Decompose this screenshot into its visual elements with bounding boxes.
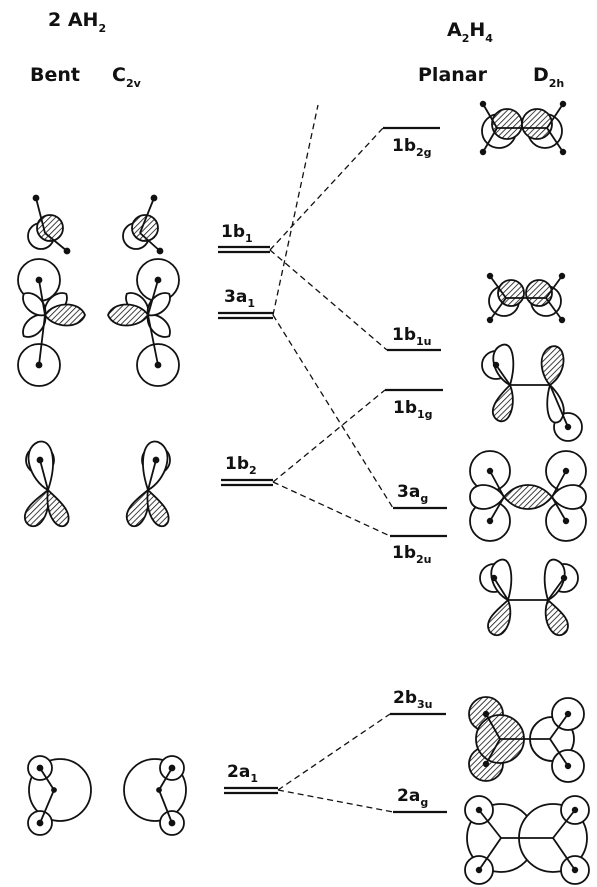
left-level-lines [218,245,278,795]
label-2a1: 2a1 [227,762,258,785]
level-line-2a1 [224,786,278,795]
right-point-group: D2h [533,64,564,90]
left-orbital-sketches [17,194,187,836]
orbital-2a1-b [123,755,187,836]
orbital-1b1-b [122,194,164,255]
level-line-1b2 [221,478,273,487]
correlation-lines [269,104,394,813]
orbital-2b3u [468,696,585,783]
left-level-labels: 1b1 3a1 1b2 2a1 [221,222,258,785]
orbital-3a1-b [107,258,180,387]
label-3a1: 3a1 [224,287,255,310]
orbital-1b1-a [27,194,71,255]
left-formula: 2 AH2 [48,9,106,35]
right-geometry: Planar [418,64,488,86]
right-level-lines [383,126,447,814]
label-1b2: 1b2 [225,454,257,477]
orbital-1b2-b [125,440,171,528]
label-1b1: 1b1 [221,222,253,245]
orbital-3a1-a [17,258,86,387]
orbital-1b2g [479,100,567,156]
level-line-1b1 [218,245,270,254]
label-1b1u: 1b1u [392,325,432,348]
label-2b3u: 2b3u [393,688,433,711]
left-header: 2 AH2 Bent C2v [30,9,142,90]
right-header: A2H4 Planar D2h [418,19,564,90]
level-line-3a1 [218,311,273,320]
orbital-2a1-a [27,755,92,836]
orbital-3ag [469,450,587,542]
right-orbital-sketches [464,100,590,885]
label-1b2g: 1b2g [392,136,432,159]
label-1b2u: 1b2u [392,543,432,566]
orbital-1b2u [479,558,579,637]
label-1b1g: 1b1g [393,398,433,421]
right-formula: A2H4 [447,19,493,45]
orbital-2ag [464,795,590,885]
left-point-group: C2v [112,64,142,90]
left-geometry: Bent [30,64,80,86]
right-level-labels: 1b2g 1b1u 1b1g 3ag 1b2u 2b3u 2ag [392,136,433,809]
label-2ag: 2ag [397,786,428,809]
label-3ag: 3ag [397,482,428,505]
orbital-1b1u [486,272,566,324]
orbital-1b1g [481,343,583,442]
orbital-1b2-a [23,440,70,528]
